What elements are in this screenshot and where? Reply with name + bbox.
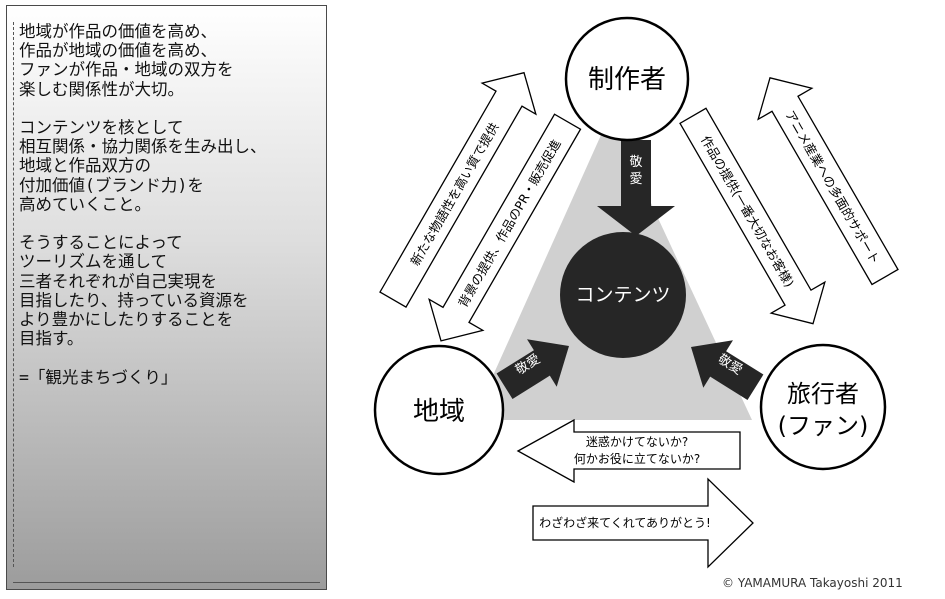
copyright-notice: © YAMAMURA Takayoshi 2011 [722,576,903,590]
explanation-text: 地域が作品の価値を高め、 作品が地域の価値を高め、 ファンが作品・地域の双方を … [19,22,267,387]
respect-label-creator-2: 愛 [629,172,642,187]
traveler-to-region-line1: 迷惑かけてないか? [586,435,688,449]
svg-text:作品の提供(一番大切なお客様): 作品の提供(一番大切なお客様) [698,133,797,290]
content-circle [560,232,686,358]
respect-arrow-creator [597,140,675,236]
respect-arrow-region [496,339,569,399]
arrow-region-to-traveler: わざわざ来てくれてありがとう! [532,477,754,569]
creator-label: 制作者 [588,65,666,95]
traveler-label-line1: 旅行者 [787,380,859,408]
arrow-traveler-to-region: 迷惑かけてないか? 何かお役に立てないか? [516,418,741,484]
region-circle [373,344,505,476]
traveler-circle [759,343,887,471]
region-to-traveler-label: わざわざ来てくれてありがとう! [539,515,711,530]
traveler-to-region-line2: 何かお役に立てないか? [574,451,700,466]
content-label: コンテンツ [575,284,670,306]
region-label: 地域 [413,397,465,427]
explanation-panel: 地域が作品の価値を高め、 作品が地域の価値を高め、 ファンが作品・地域の双方を … [6,5,327,590]
traveler-label-line2: (ファン) [778,412,869,440]
respect-label-creator-1: 敬 [629,154,642,170]
bottom-rule [13,582,320,583]
respect-arrow-traveler [691,340,764,400]
creator-circle [564,16,690,142]
margin-rule [13,22,14,567]
svg-text:アニメ産業への多面的サポート: アニメ産業への多面的サポート [782,108,882,267]
